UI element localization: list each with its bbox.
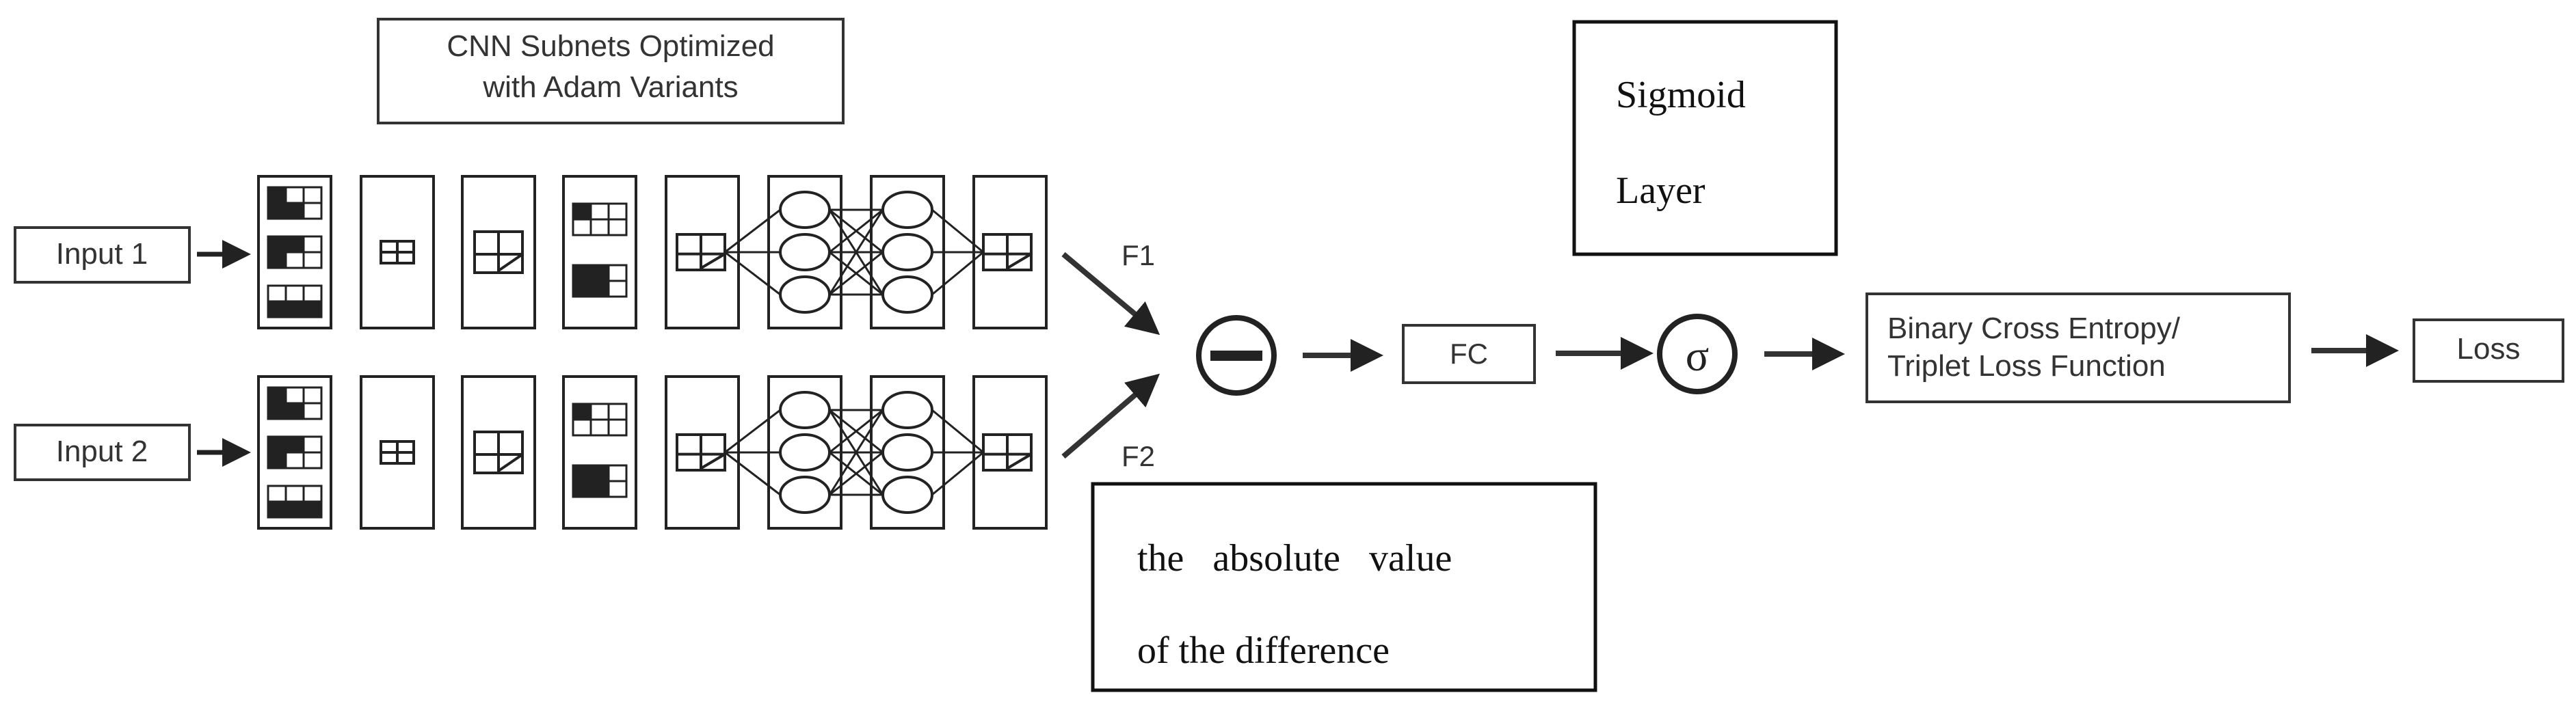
pooling-icon: [473, 230, 524, 274]
minus-icon: [1210, 351, 1262, 361]
fully-connected-links: [724, 409, 984, 496]
absolute-value-box: the absolute value of the difference: [1091, 482, 1597, 692]
feature-map-icon: [267, 186, 323, 220]
input-2-box: Input 2: [14, 424, 191, 481]
feature-map-icon: [572, 264, 628, 298]
sigma-icon: σ: [1686, 331, 1710, 380]
input-1-label: Input 1: [56, 237, 148, 271]
neuron-icon: [881, 233, 933, 271]
small-grid-icon: [380, 440, 415, 465]
fc-label: FC: [1450, 338, 1488, 370]
loss-box: Loss: [2413, 318, 2564, 383]
sigmoid-layer-line-2: Layer: [1616, 169, 1705, 212]
difference-node: [1196, 315, 1277, 396]
neuron-icon: [779, 391, 831, 429]
loss-label: Loss: [2457, 332, 2521, 366]
header-line-1: CNN Subnets Optimized: [447, 29, 774, 63]
neuron-icon: [779, 433, 831, 472]
sigmoid-layer-line-1: Sigmoid: [1616, 74, 1746, 116]
pooling-icon: [473, 431, 524, 474]
absolute-value-line-1: the absolute value: [1137, 537, 1452, 580]
feature-map-icon: [267, 235, 323, 269]
header-box: CNN Subnets Optimized with Adam Variants: [377, 18, 845, 124]
feature-map-icon: [267, 284, 323, 318]
neuron-icon: [779, 476, 831, 514]
neuron-icon: [779, 191, 831, 229]
neuron-icon: [881, 433, 933, 472]
feature-map-icon: [267, 485, 323, 519]
loss-function-line-2: Triplet Loss Function: [1887, 349, 2166, 383]
neuron-icon: [881, 476, 933, 514]
neuron-icon: [881, 191, 933, 229]
input-1-box: Input 1: [14, 226, 191, 284]
neuron-icon: [779, 275, 831, 314]
pooling-icon: [982, 233, 1033, 271]
f1-arrow: [1061, 251, 1160, 336]
neuron-icon: [881, 275, 933, 314]
cnn-subnet-top: [257, 175, 1048, 329]
f1-label: F1: [1121, 239, 1155, 271]
small-grid-icon: [380, 240, 415, 264]
feature-map-icon: [572, 464, 628, 498]
layer-panel-4: [562, 175, 637, 329]
feature-map-icon: [267, 386, 323, 420]
f2-arrow: [1061, 373, 1160, 459]
sigmoid-node: σ: [1657, 314, 1738, 394]
loss-function-line-1: Binary Cross Entropy/: [1887, 312, 2181, 345]
pooling-icon: [982, 433, 1033, 472]
feature-map-icon: [267, 435, 323, 469]
sigmoid-layer-box: Sigmoid Layer: [1572, 20, 1838, 256]
layer-panel-4: [562, 375, 637, 530]
absolute-value-line-2: of the difference: [1137, 629, 1390, 672]
fully-connected-links: [724, 208, 984, 296]
header-line-2: with Adam Variants: [482, 70, 738, 104]
loss-function-box: Binary Cross Entropy/ Triplet Loss Funct…: [1865, 292, 2291, 403]
input-2-label: Input 2: [56, 435, 148, 468]
f2-label: F2: [1121, 440, 1155, 472]
pooling-icon: [676, 433, 726, 472]
pooling-icon: [676, 233, 726, 271]
neuron-icon: [779, 233, 831, 271]
fc-box: FC: [1402, 324, 1536, 384]
cnn-subnet-bottom: [257, 375, 1048, 530]
feature-map-icon: [572, 403, 628, 437]
neuron-icon: [881, 391, 933, 429]
layer-panel-8: [972, 175, 1048, 329]
feature-map-icon: [572, 202, 628, 236]
